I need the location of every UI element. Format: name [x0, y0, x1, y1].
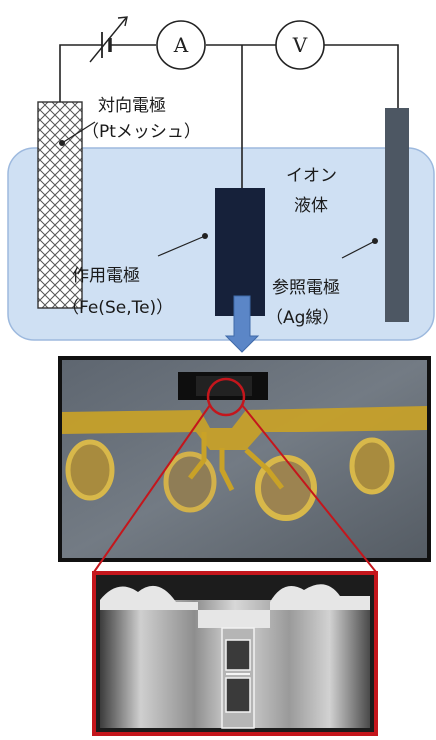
counter-electrode-label: 対向電極 — [98, 96, 166, 116]
zoom-circle — [206, 377, 246, 417]
ionic-liquid-label-1: イオン — [286, 166, 337, 186]
working-electrode-label: 作用電極 — [72, 266, 140, 286]
counter-electrode-mesh — [37, 101, 83, 309]
working-electrode-material: （Fe(Se,Te)） — [62, 298, 174, 318]
working-pointer — [157, 235, 206, 257]
reference-electrode-material: （Ag線） — [266, 308, 340, 328]
counter-electrode-material: （Ptメッシュ） — [82, 122, 201, 142]
voltmeter-label: V — [292, 33, 308, 57]
zoom-line-left — [93, 404, 211, 573]
reference-electrode — [385, 108, 409, 322]
circuit-wires — [59, 44, 399, 190]
ammeter-icon — [156, 20, 206, 70]
counter-pointer — [61, 121, 96, 144]
working-electrode — [215, 188, 265, 316]
ammeter-label: A — [173, 33, 189, 57]
device-photo — [58, 356, 431, 562]
ionic-liquid-label-2: 液体 — [294, 196, 328, 216]
reference-pointer — [341, 240, 376, 259]
reference-electrode-label: 参照電極 — [272, 278, 340, 298]
down-arrow-icon — [224, 295, 260, 353]
voltage-source-icon — [89, 16, 128, 63]
zoom-line-right — [241, 404, 377, 573]
sem-image — [92, 571, 378, 736]
voltmeter-icon — [275, 20, 325, 70]
